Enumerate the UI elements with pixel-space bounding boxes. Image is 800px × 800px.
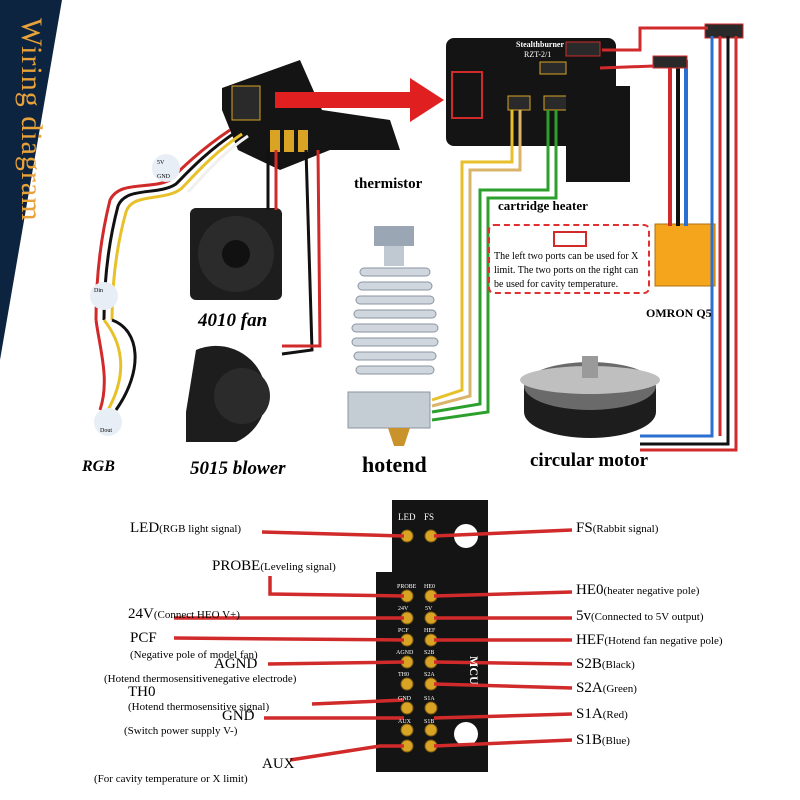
label-agnd: AGND [214,656,258,672]
label-probe: PROBE(Leveling signal) [212,558,336,574]
pin-gnd: GND [398,696,411,702]
pin-fs: FS [424,512,435,522]
rgb-pin-5v: 5V [157,160,165,166]
banner-title: Wiring diagram [15,18,48,222]
pin-hef: HEF [424,628,436,634]
mcu-label: MCU [467,656,481,685]
rgb-led-2 [90,282,118,310]
mcu-board [566,86,630,182]
fan-4010-label: 4010 fan [198,310,268,331]
label-s2b: S2B(Black) [576,656,635,672]
label-fs: FS(Rabbit signal) [576,520,659,536]
omron-sensor [654,223,716,287]
pin-led: LED [398,512,416,522]
label-aux-sub: (For cavity temperature or X limit) [94,773,248,785]
hotend [347,226,439,446]
label-hef: HEF(Hotend fan negative pole) [576,632,723,648]
rgb-pin-din: Din [94,288,103,294]
pin-th0: TH0 [398,672,409,678]
label-s1a: S1A(Red) [576,706,628,722]
pin-s2a: S2A [424,672,435,678]
omron-label: OMRON Q5 [646,306,712,320]
pin-leaders [173,528,573,762]
label-agnd-sub: (Hotend thermosensitivenegative electrod… [104,673,297,685]
board-subtitle: RZT-2/1 [524,50,552,59]
label-he0: HE0(heater negative pole) [576,582,700,598]
title-banner [0,0,62,360]
label-pcf: PCF [130,630,157,646]
label-th0: TH0 [128,684,156,700]
label-led: LED(RGB light signal) [130,520,242,536]
cartridge-heater-label: cartridge heater [498,198,588,213]
label-gnd-sub: (Switch power supply V-) [124,725,238,737]
pin-s2b: S2B [424,650,435,656]
label-gnd: GND [222,708,255,724]
label-5v: 5v(Connected to 5V output) [576,608,704,624]
port-note: The left two ports can be used for X lim… [488,224,650,294]
pinout-board [376,500,488,772]
blower-5015-label: 5015 blower [190,458,286,479]
label-s1b: S1B(Blue) [576,732,630,748]
rgb-label: RGB [82,458,115,475]
pin-24v: 24V [398,606,409,612]
circular-motor [520,356,660,438]
pin-probe: PROBE [397,584,417,590]
label-th0-sub: (Hotend thermosensitive signal) [128,701,270,713]
rgb-led-1 [152,154,180,182]
rgb-pin-dout: Dout [100,428,112,434]
pin-pads [400,529,438,753]
label-s2a: S2A(Green) [576,680,637,696]
pin-s1a: S1A [424,696,435,702]
rgb-pin-gnd: GND [157,174,170,180]
pin-aux: AUX [398,719,411,725]
board-title: Stealthburner [516,40,564,49]
label-aux: AUX [262,756,295,772]
pin-5v: 5V [425,606,433,612]
circular-motor-label: circular motor [530,450,649,471]
pin-pcf: PCF [398,628,409,634]
direction-arrow [275,78,444,122]
hotend-label: hotend [362,452,427,477]
thermistor-label: thermistor [354,176,423,192]
label-24v: 24V(Connect HEO V+) [128,606,240,622]
pin-agnd: AGND [396,650,414,656]
pin-s1b: S1B [424,719,435,725]
rgb-led-3 [94,408,122,436]
label-pcf-sub: (Negative pole of model fan) [130,649,258,661]
pin-he0: HE0 [424,584,435,590]
led-board [222,60,400,170]
